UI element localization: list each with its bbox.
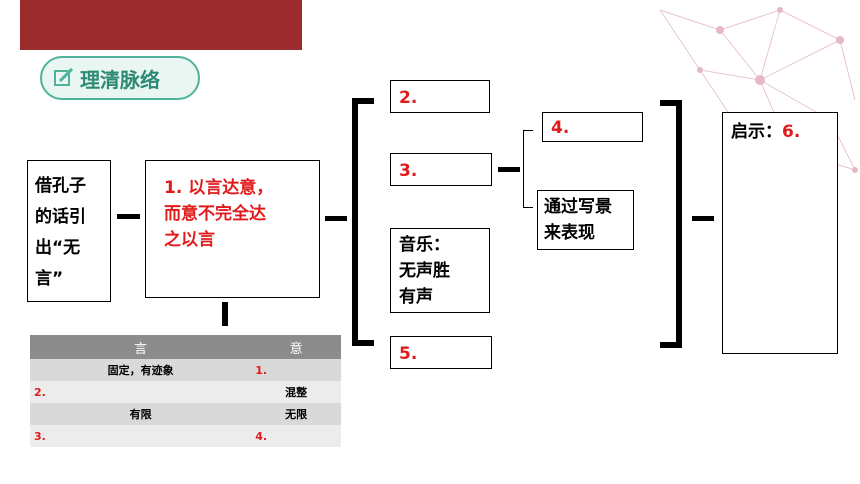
header-yan: 言	[30, 335, 252, 359]
table-cell: 混整	[251, 381, 341, 403]
edit-icon	[54, 68, 74, 86]
table-cell: 有限	[30, 403, 252, 425]
music-line-2: 无声胜	[399, 261, 450, 281]
scene-box: 通过写景 来表现	[537, 190, 634, 250]
origin-line-4: 言”	[35, 269, 64, 289]
origin-line-1: 借孔子	[35, 176, 86, 196]
table-cell: 2.	[30, 381, 252, 403]
small-bracket	[523, 130, 533, 208]
insight-label: 启示：	[731, 122, 782, 142]
header-yi: 意	[251, 335, 341, 359]
answer-5-label: 5.	[399, 344, 418, 364]
section-heading: 理清脉络	[40, 56, 200, 100]
answer-3-label: 3.	[399, 161, 418, 181]
thesis-line-1: 1. 以言达意，	[164, 178, 274, 198]
answer-box-2: 2.	[390, 80, 490, 113]
comparison-table: 言 意 固定，有迹象 1. 2. 混整 有限 无限 3. 4.	[30, 335, 341, 447]
table-row: 有限 无限	[30, 403, 341, 425]
scene-line-2: 来表现	[544, 223, 595, 243]
connector-dash-3	[498, 167, 520, 172]
table-cell: 4.	[251, 425, 341, 447]
heading-title: 理清脉络	[80, 67, 160, 92]
answer-box-4: 4.	[542, 112, 643, 142]
origin-line-3: 出“无	[35, 238, 81, 258]
thesis-box: 1. 以言达意， 而意不完全达 之以言	[145, 160, 320, 298]
table-header-row: 言 意	[30, 335, 341, 359]
connector-dash-vertical	[222, 302, 228, 326]
left-bracket	[352, 98, 374, 346]
thesis-line-2: 而意不完全达	[164, 204, 266, 224]
answer-2-label: 2.	[399, 88, 418, 108]
table-cell: 固定，有迹象	[30, 359, 252, 381]
table-row: 3. 4.	[30, 425, 341, 447]
connector-dash-4	[692, 216, 714, 221]
answer-4-label: 4.	[551, 118, 570, 138]
insight-box: 启示：6.	[722, 112, 838, 354]
connector-dash-1	[117, 214, 140, 219]
scene-line-1: 通过写景	[544, 197, 612, 217]
table-cell: 1.	[251, 359, 341, 381]
answer-box-5: 5.	[390, 336, 492, 369]
table-cell: 3.	[30, 425, 252, 447]
origin-box: 借孔子 的话引 出“无 言”	[27, 160, 111, 302]
answer-box-3: 3.	[390, 153, 492, 186]
music-line-1: 音乐：	[399, 235, 450, 255]
table-row: 固定，有迹象 1.	[30, 359, 341, 381]
right-bracket	[660, 100, 682, 348]
thesis-line-3: 之以言	[164, 230, 215, 250]
music-box: 音乐： 无声胜 有声	[390, 228, 490, 313]
table-row: 2. 混整	[30, 381, 341, 403]
connector-dash-2	[325, 216, 347, 221]
origin-line-2: 的话引	[35, 207, 86, 227]
insight-number: 6.	[782, 122, 801, 142]
title-banner	[20, 0, 302, 50]
music-line-3: 有声	[399, 287, 433, 307]
table-cell: 无限	[251, 403, 341, 425]
